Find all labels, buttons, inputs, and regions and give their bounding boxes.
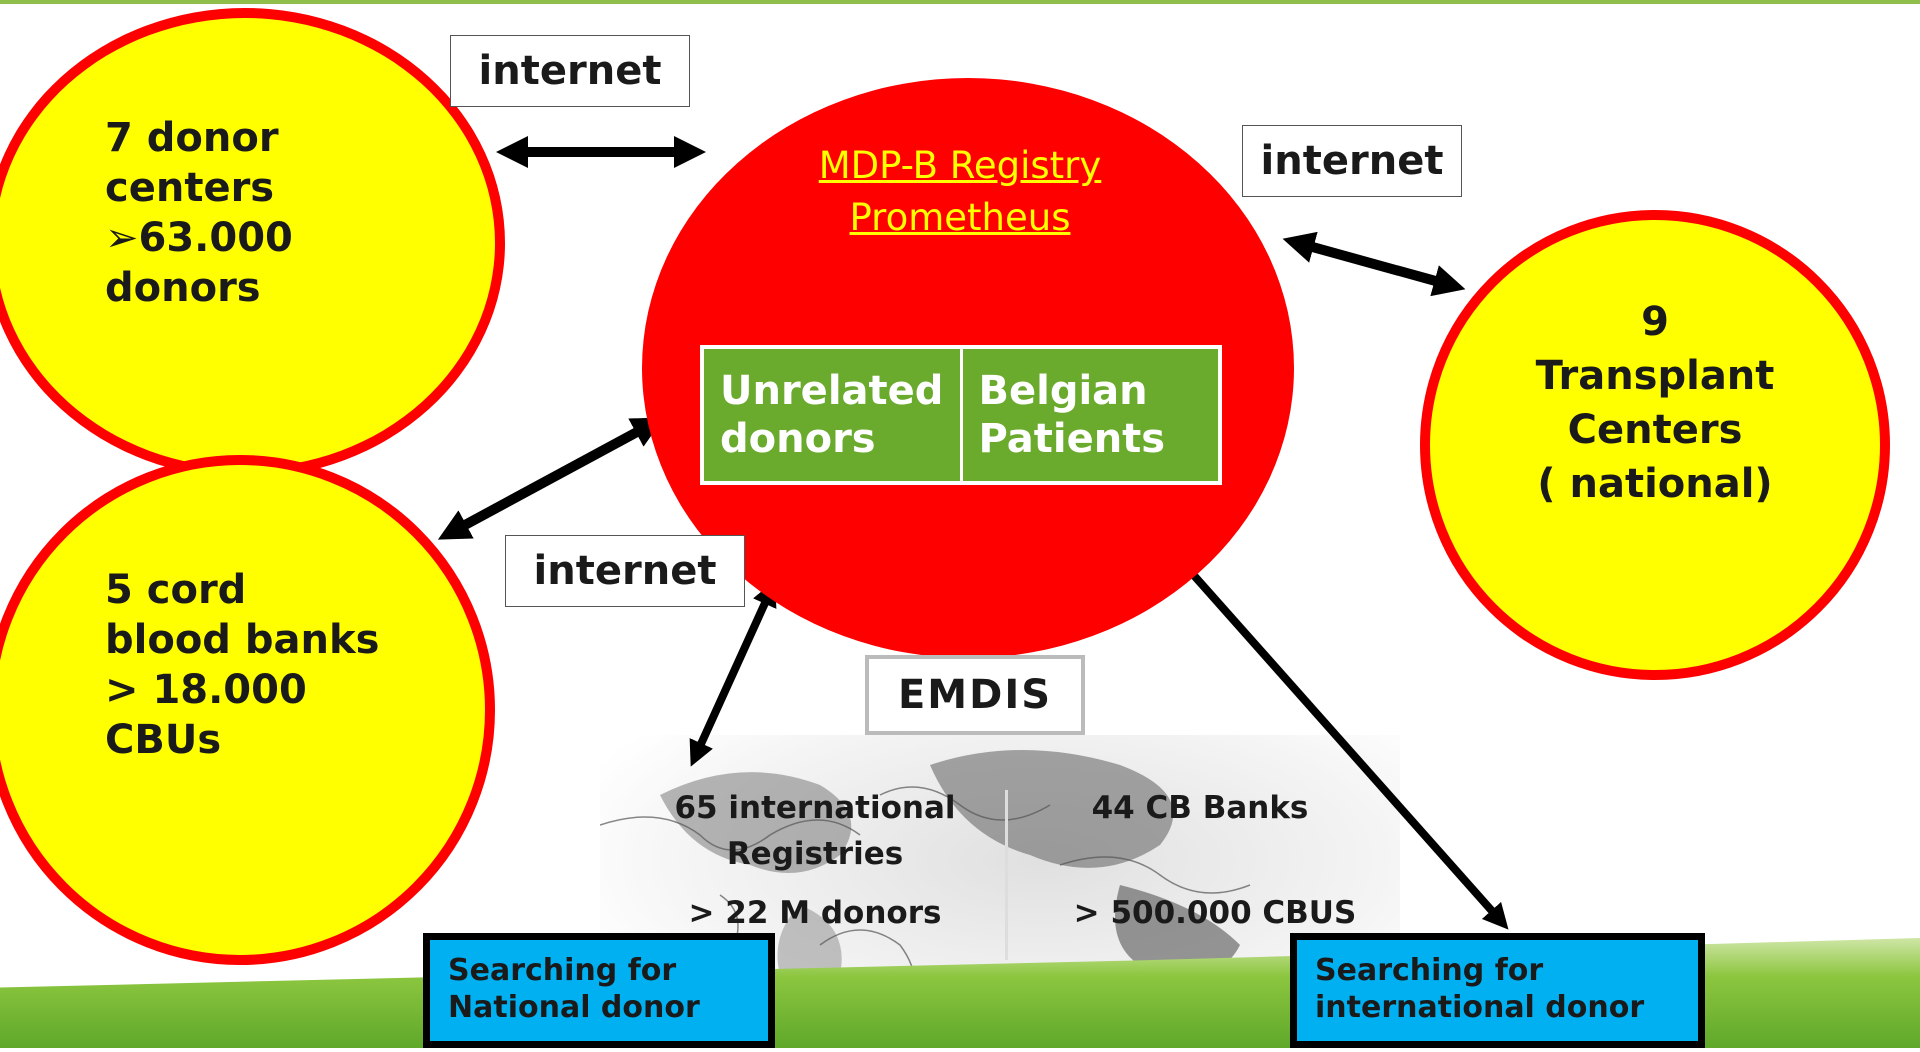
registry-title-line2: Prometheus	[849, 196, 1071, 239]
donor-centers-line: donors	[105, 265, 261, 311]
transplant-line: ( national)	[1537, 461, 1773, 507]
cord-blood-line: 5 cord	[105, 567, 247, 613]
search-international-line: Searching for	[1315, 953, 1544, 988]
search-national-box: Searching for National donor	[423, 933, 775, 1048]
cb-banks-text: 44 CB Banks	[1091, 790, 1309, 826]
search-international-line: international donor	[1315, 990, 1645, 1025]
map-puzzle-graphic	[599, 750, 1301, 1049]
cell-line: Belgian	[978, 368, 1148, 414]
donor-centers-text: 7 donor centers ➢63.000 donors	[105, 113, 293, 313]
belgian-patients-cell: Belgian Patients	[959, 349, 1219, 481]
internet-label-bottom: internet	[505, 535, 745, 607]
donor-centers-node: 7 donor centers ➢63.000 donors	[0, 8, 505, 478]
registry-title-line1: MDP-B Registry	[818, 144, 1102, 187]
registry-table: Unrelated donors Belgian Patients	[700, 345, 1222, 485]
intl-registries-line: 65 international	[674, 790, 956, 826]
internet-label-top: internet	[450, 35, 690, 107]
intl-donors-text: > 22 M donors	[688, 895, 942, 931]
cord-blood-text: 5 cord blood banks > 18.000 CBUs	[105, 565, 379, 765]
intl-registries-text: 65 international Registries	[635, 785, 995, 877]
internet-label-right: internet	[1242, 125, 1462, 197]
arrow-cordblood-registry	[437, 417, 665, 540]
intl-cbus-text: > 500.000 CBUS	[1073, 895, 1357, 931]
cell-line: Unrelated	[720, 368, 944, 414]
cell-line: Patients	[978, 416, 1166, 462]
arrow-registry-transplant	[1282, 231, 1466, 297]
emdis-label: EMDIS	[865, 655, 1085, 735]
transplant-text: 9 Transplant Centers ( national)	[1430, 295, 1880, 511]
arrow-registry-emdis	[689, 580, 777, 767]
transplant-centers-node: 9 Transplant Centers ( national)	[1420, 210, 1890, 680]
cord-blood-line: blood banks	[105, 617, 380, 663]
donor-centers-line: centers	[105, 165, 275, 211]
emdis-divider	[1005, 790, 1008, 960]
transplant-line: 9	[1641, 299, 1669, 345]
arrow-registry-international	[1173, 552, 1509, 930]
search-international-box: Searching for international donor	[1290, 933, 1705, 1048]
cord-blood-line: CBUs	[105, 717, 222, 763]
registry-title: MDP-B Registry Prometheus	[700, 140, 1220, 244]
intl-registries-line: Registries	[726, 836, 904, 872]
search-national-line: National donor	[448, 990, 700, 1025]
cell-line: donors	[720, 416, 876, 462]
donor-centers-line: ➢63.000	[105, 215, 293, 261]
cord-blood-banks-node: 5 cord blood banks > 18.000 CBUs	[0, 455, 495, 965]
top-rule	[0, 0, 1920, 4]
unrelated-donors-cell: Unrelated donors	[704, 349, 960, 481]
transplant-line: Centers	[1567, 407, 1743, 453]
donor-centers-line: 7 donor	[105, 115, 279, 161]
cord-blood-line: > 18.000	[105, 667, 307, 713]
search-national-line: Searching for	[448, 953, 677, 988]
transplant-line: Transplant	[1535, 353, 1775, 399]
